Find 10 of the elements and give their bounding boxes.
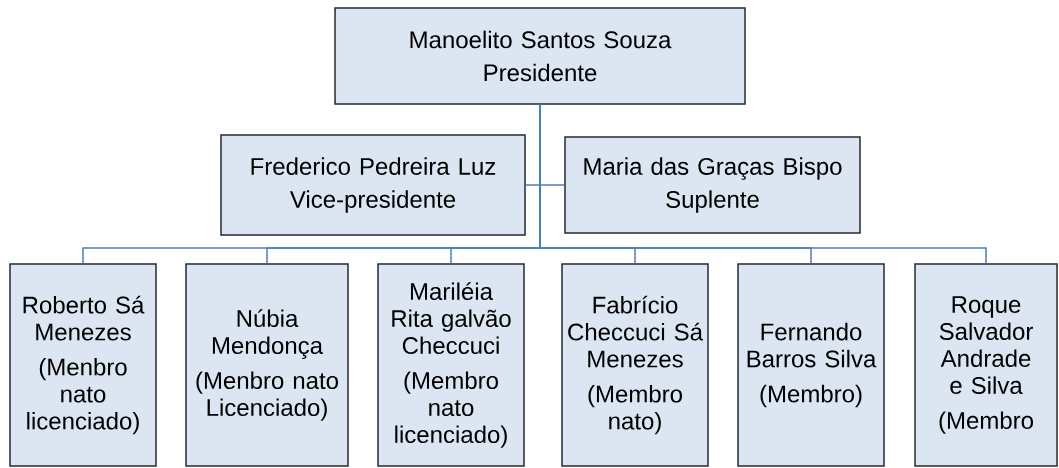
person-box: Núbia Mendonça (Menbro nato Licenciado) <box>185 263 349 467</box>
person-box: Manoelito Santos Souza Presidente <box>334 7 746 105</box>
person-box: Frederico Pedreira Luz Vice-presidente <box>220 134 526 236</box>
person-box: Maria das Graças Bispo Suplente <box>564 136 861 234</box>
person-box: Mariléia Rita galvão Checcuci (Membro nato licenciado) <box>377 263 525 467</box>
person-box: Roque Salvador Andrade e Silva (Membro <box>914 263 1058 467</box>
person-box: Fabrício Checcuci Sá Menezes (Membro nato) <box>561 263 709 467</box>
person-box: Fernando Barros Silva (Membro) <box>737 263 885 467</box>
person-box: Roberto Sá Menezes (Menbro nato licenciado) <box>9 263 157 467</box>
connector-line <box>539 104 987 264</box>
